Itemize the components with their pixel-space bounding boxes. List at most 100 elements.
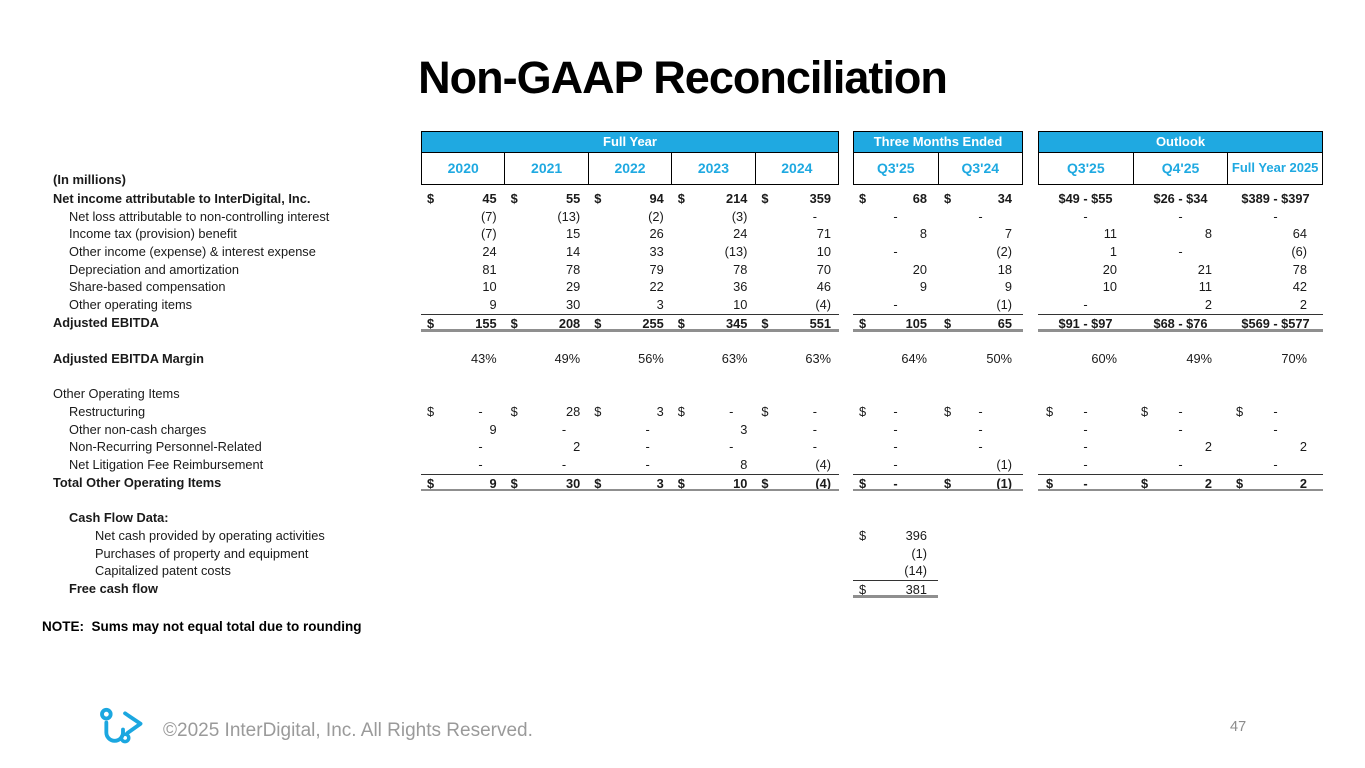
value-cell: - [938, 438, 1023, 456]
cell-value: 20 [912, 261, 927, 277]
value-cell: $- [1133, 403, 1228, 421]
value-cell: - [1038, 208, 1133, 226]
value-cell [505, 545, 589, 563]
cell-value: - [1083, 208, 1088, 224]
row-label: Adjusted EBITDA Margin [53, 350, 204, 366]
value-cell [421, 562, 505, 580]
cell-value: - [893, 421, 898, 437]
value-cell: $34 [938, 190, 1023, 208]
value-cell [672, 580, 756, 598]
header-gap [1023, 131, 1038, 185]
cell-value: 30 [565, 297, 581, 313]
cell-value: 65 [997, 315, 1012, 331]
value-cell: $359 [755, 190, 839, 208]
cell-value: 255 [642, 315, 664, 331]
band-gap [839, 278, 853, 296]
value-cell: 79 [588, 261, 672, 279]
value-cell: 3 [672, 421, 756, 439]
value-cell: 10 [421, 278, 505, 296]
spacer-row [42, 491, 1323, 509]
cell-value: 551 [809, 315, 831, 331]
cell-value: 50% [986, 350, 1012, 366]
band-gap [1023, 474, 1038, 492]
value-cell: 9 [938, 278, 1023, 296]
cell-value: 63% [721, 350, 748, 366]
value-cell: - [755, 208, 839, 226]
cell-value: - [1083, 456, 1088, 472]
band-gap [839, 474, 853, 492]
dollar-sign: $ [859, 475, 867, 491]
cell-value: 2 [1299, 475, 1307, 491]
cell-value: 70 [816, 261, 831, 277]
value-cell [1038, 385, 1133, 403]
value-cell [755, 545, 839, 563]
cell-value: 208 [558, 315, 581, 331]
cell-value: (6) [1291, 244, 1307, 260]
cell-value: 78 [565, 261, 581, 277]
cell-value: 2 [573, 439, 581, 455]
cell-value: 94 [649, 191, 664, 206]
cell-value: - [893, 297, 898, 313]
dollar-sign: $ [510, 475, 518, 491]
dollar-sign: $ [1141, 475, 1149, 491]
value-cell [505, 385, 589, 403]
value-cell: 49% [505, 350, 589, 368]
value-band: -2--- [421, 438, 839, 456]
cell-value: 24 [733, 226, 748, 242]
copyright-text: ©2025 InterDigital, Inc. All Rights Rese… [163, 720, 533, 741]
value-cell [938, 385, 1023, 403]
dollar-sign: $ [1046, 403, 1054, 419]
row-label: Cash Flow Data: [69, 510, 169, 526]
value-band: -- [853, 208, 1023, 226]
value-cell: $- [755, 403, 839, 421]
cell-value: 22 [649, 279, 664, 295]
cell-value: 79 [649, 261, 664, 277]
value-cell: - [853, 243, 938, 261]
value-cell [421, 509, 505, 527]
value-cell: $389 - $397 [1228, 190, 1323, 208]
value-band: (7)(13)(2)(3)- [421, 208, 839, 226]
value-cell [421, 385, 505, 403]
value-cell: 50% [938, 350, 1023, 368]
cell-value: 15 [565, 226, 581, 242]
value-cell [938, 580, 1023, 598]
cell-value: 2 [1299, 439, 1307, 455]
band-gap [1023, 350, 1038, 368]
band-gap [1023, 403, 1038, 421]
cell-value: 9 [489, 421, 497, 437]
value-cell: $569 - $577 [1228, 315, 1323, 332]
value-band [421, 385, 839, 403]
cell-value: (2) [996, 244, 1012, 260]
dollar-sign: $ [594, 315, 602, 331]
cell-value: 70% [1281, 350, 1307, 366]
value-cell [588, 509, 672, 527]
value-cell: $68 [853, 190, 938, 208]
cell-value: 63% [805, 350, 831, 366]
value-cell: $91 - $97 [1038, 315, 1133, 332]
value-cell: 9 [421, 421, 505, 439]
cell-value: (1) [996, 456, 1012, 472]
value-band: - (1) [853, 296, 1023, 314]
cell-value: 8 [919, 226, 927, 242]
value-cell: $- [853, 475, 938, 492]
cell-value: (1) [996, 297, 1012, 313]
value-cell: $- [421, 403, 505, 421]
value-cell [1133, 580, 1228, 598]
value-cell: 8 [672, 456, 756, 474]
band-gap [1023, 261, 1038, 279]
value-cell: $- [672, 403, 756, 421]
value-cell [755, 527, 839, 545]
value-cell: $345 [672, 315, 756, 332]
value-cell: $65 [938, 315, 1023, 332]
cell-value: - [1178, 456, 1183, 472]
value-cell [853, 385, 938, 403]
dollar-sign: $ [427, 475, 435, 491]
value-cell: 22 [588, 278, 672, 296]
cell-value: 105 [905, 315, 927, 331]
value-cell: 56% [588, 350, 672, 368]
value-cell: 2 [1133, 296, 1228, 314]
cell-value: 3 [656, 403, 664, 419]
